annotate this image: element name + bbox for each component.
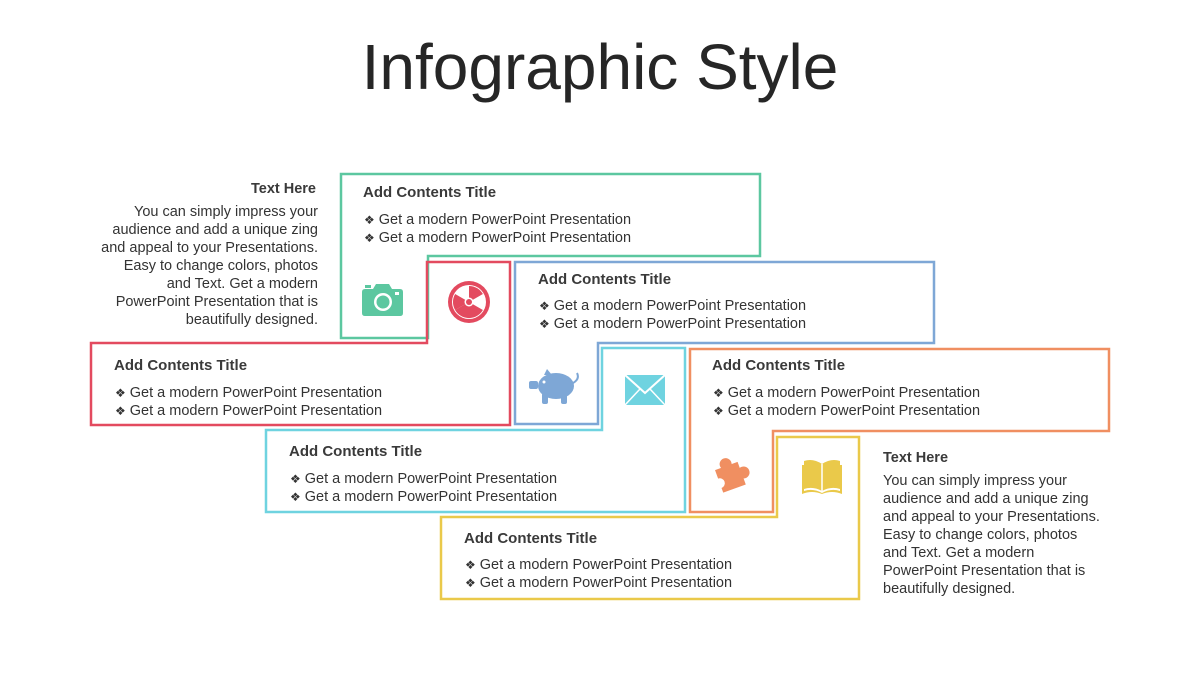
envelope-icon (624, 374, 666, 406)
red-bullet-2: ❖Get a modern PowerPoint Presentation (115, 403, 383, 419)
puzzle-icon (714, 458, 750, 493)
frame-red (89, 260, 512, 427)
cyan-box-title: Add Contents Title (289, 443, 423, 460)
book-icon (802, 460, 842, 494)
cyan-bullet-1: ❖Get a modern PowerPoint Presentation (290, 471, 558, 487)
yellow-bullet-1: ❖Get a modern PowerPoint Presentation (465, 557, 733, 573)
right-text-title: Text Here (883, 450, 949, 466)
right-text-body: You can simply impress your audience and… (883, 473, 1100, 597)
piggy-bank-icon (529, 369, 579, 404)
red-bullet-1: ❖Get a modern PowerPoint Presentation (115, 385, 383, 401)
green-bullet-2: ❖Get a modern PowerPoint Presentation (364, 230, 632, 246)
orange-bullet-1: ❖Get a modern PowerPoint Presentation (713, 385, 981, 401)
frame-orange (688, 347, 1111, 514)
left-text-body: You can simply impress your audience and… (101, 204, 318, 328)
orange-bullet-2: ❖Get a modern PowerPoint Presentation (713, 403, 981, 419)
frame-yellow (439, 435, 861, 601)
yellow-bullet-2: ❖Get a modern PowerPoint Presentation (465, 575, 733, 591)
frame-cyan (264, 346, 687, 514)
red-box-title: Add Contents Title (114, 357, 248, 374)
blue-bullet-1: ❖Get a modern PowerPoint Presentation (539, 298, 807, 314)
radiation-icon (448, 281, 490, 323)
orange-box-title: Add Contents Title (712, 357, 846, 374)
camera-icon (362, 284, 403, 316)
yellow-box-title: Add Contents Title (464, 530, 598, 547)
left-text-title: Text Here (250, 181, 316, 197)
frame-green (339, 172, 762, 340)
page-title: Infographic Style (361, 31, 839, 103)
green-bullet-1: ❖Get a modern PowerPoint Presentation (364, 212, 632, 228)
blue-bullet-2: ❖Get a modern PowerPoint Presentation (539, 316, 807, 332)
cyan-bullet-2: ❖Get a modern PowerPoint Presentation (290, 489, 558, 505)
green-box-title: Add Contents Title (363, 184, 497, 201)
frame-blue (513, 260, 936, 426)
blue-box-title: Add Contents Title (538, 271, 672, 288)
